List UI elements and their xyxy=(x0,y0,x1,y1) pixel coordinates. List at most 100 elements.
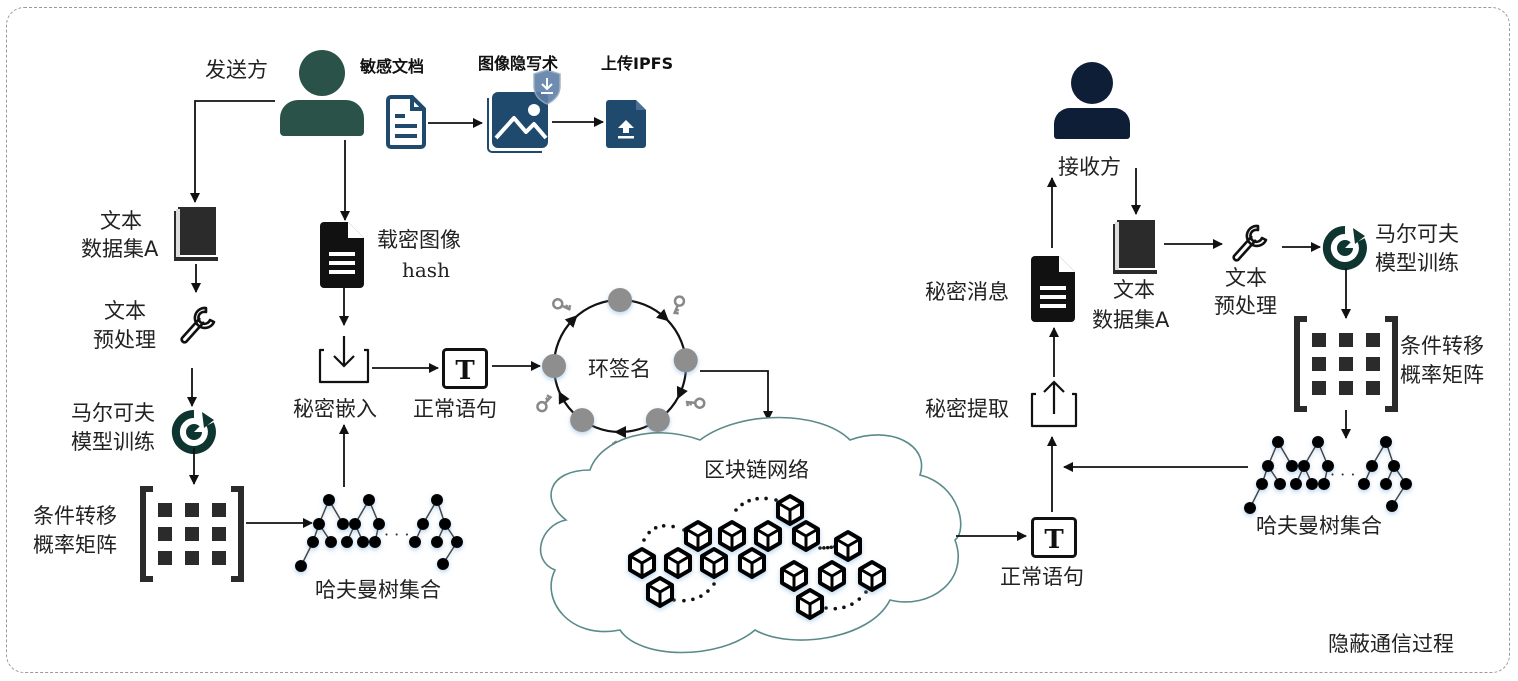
chain-link-dot xyxy=(642,538,646,542)
diagram-title: 隐蔽通信过程 xyxy=(1328,632,1454,656)
receiver-preprocess-label-2: 预处理 xyxy=(1214,294,1277,318)
block-cube-icon xyxy=(738,547,766,579)
block-cube-icon xyxy=(646,576,674,608)
receiver-matrix-icon xyxy=(1297,319,1395,409)
key-icon xyxy=(684,396,706,410)
sender-markov-label-2: 模型训练 xyxy=(71,430,155,454)
chain-link-dot xyxy=(661,524,666,528)
hash-label-1: 载密图像 xyxy=(377,228,461,252)
sender-dataset-book-icon xyxy=(174,207,218,261)
sender-normal-sentence-t-icon xyxy=(442,348,488,389)
receiver-huffman-tree-icon xyxy=(1243,435,1413,515)
receiver-huffman-label: 哈夫曼树集合 xyxy=(1256,514,1382,538)
arrow-sender-to-dataset xyxy=(190,100,275,203)
upload-ipfs-label: 上传IPFS xyxy=(601,54,673,73)
receiver-normal-sentence-t-icon xyxy=(1031,517,1077,558)
sender-dataset-label-2: 数据集A xyxy=(81,237,159,261)
receiver-dataset-label-1: 文本 xyxy=(1113,278,1155,302)
secret-extract-label: 秘密提取 xyxy=(925,397,1009,421)
block-cube-icon xyxy=(796,588,824,620)
chain-link-dot xyxy=(740,502,744,507)
chain-link-dot xyxy=(842,605,846,610)
chain-link-dot xyxy=(864,590,868,594)
shield-download-icon xyxy=(533,69,561,105)
sender-matrix-label-2: 概率矩阵 xyxy=(33,533,117,557)
secret-extract-icon xyxy=(1030,380,1078,428)
chain-link-dot xyxy=(671,524,675,529)
sender-matrix-label-1: 条件转移 xyxy=(33,504,117,528)
receiver-dataset-book-icon xyxy=(1113,220,1157,274)
secret-message-doc-icon xyxy=(1031,256,1075,322)
stego-image-hash-doc-icon xyxy=(320,222,364,288)
chain-link-dot xyxy=(699,594,703,598)
sender-wrench-icon xyxy=(180,306,216,344)
arrow-ring-to-blockchain xyxy=(700,370,773,421)
sender-preprocess-label-2: 预处理 xyxy=(93,328,156,352)
chain-link-dot xyxy=(818,546,822,550)
receiver-matrix-label-2: 概率矩阵 xyxy=(1400,363,1484,387)
diagram-frame xyxy=(6,7,1510,673)
secret-embed-icon xyxy=(318,336,370,384)
chain-link-dot xyxy=(755,496,759,501)
block-cube-icon xyxy=(776,494,804,526)
ring-node xyxy=(645,408,670,433)
block-cube-icon xyxy=(834,530,862,562)
secret-embed-label: 秘密嵌入 xyxy=(293,397,377,421)
ring-node xyxy=(608,288,632,312)
secret-message-label: 秘密消息 xyxy=(925,280,1009,304)
sender-preprocess-label-1: 文本 xyxy=(104,299,146,323)
key-icon xyxy=(550,296,574,316)
chain-link-dot xyxy=(682,598,686,603)
block-cube-icon xyxy=(628,547,656,579)
sender-normal-sentence-label: 正常语句 xyxy=(413,397,497,421)
chain-link-dot xyxy=(712,582,716,586)
ring-node xyxy=(542,354,566,378)
chain-link-dot xyxy=(653,526,658,530)
receiver-normal-sentence-label: 正常语句 xyxy=(1000,565,1084,589)
sender-huffman-tree-icon xyxy=(294,493,464,573)
receiver-dataset-label-2: 数据集A xyxy=(1092,308,1170,332)
chain-link-dot xyxy=(822,546,826,550)
receiver-person-icon xyxy=(1054,62,1130,139)
block-cube-icon xyxy=(858,560,886,592)
ring-arrowhead xyxy=(614,426,626,438)
receiver-huffman-ellipsis: · · · xyxy=(1330,465,1355,484)
sender-label: 发送方 xyxy=(205,58,268,82)
block-cube-icon xyxy=(664,547,692,579)
ring-signature: 环签名 xyxy=(534,288,706,462)
sender-huffman-ellipsis: · · · xyxy=(384,525,409,544)
block-cube-icon xyxy=(754,520,782,552)
ring-arrowhead xyxy=(676,385,688,400)
ring-arrowhead xyxy=(558,391,570,405)
chain-link-dot xyxy=(764,496,768,501)
receiver-markov-label-2: 模型训练 xyxy=(1375,251,1459,275)
blockchain-label: 区块链网络 xyxy=(704,458,809,482)
receiver-markov-refresh-icon xyxy=(1327,228,1365,266)
block-cube-icon xyxy=(818,560,846,592)
ring-arrowhead xyxy=(656,308,670,322)
chain-link-dot xyxy=(774,498,778,502)
chain-link-dot xyxy=(833,606,838,611)
upload-ipfs-icon xyxy=(606,100,646,148)
receiver-matrix-label-1: 条件转移 xyxy=(1400,334,1484,358)
chain-link-dot xyxy=(706,589,710,593)
block-cube-icon xyxy=(684,520,712,552)
block-cube-icon xyxy=(792,520,820,552)
receiver-wrench-icon xyxy=(1232,224,1268,262)
chain-link-dot xyxy=(829,545,834,550)
receiver-label: 接收方 xyxy=(1058,155,1121,179)
chain-link-dot xyxy=(850,602,854,606)
receiver-markov-label-1: 马尔可夫 xyxy=(1375,222,1459,246)
key-icon xyxy=(668,293,687,318)
block-cube-icon xyxy=(780,560,808,592)
ring-node xyxy=(673,348,698,373)
chain-link-dot xyxy=(691,597,695,602)
sender-markov-label-1: 马尔可夫 xyxy=(71,401,155,425)
sensitive-document-label: 敏感文档 xyxy=(359,57,424,76)
key-icon xyxy=(534,392,556,415)
hash-label-2: hash xyxy=(402,258,450,282)
chain-link-dot xyxy=(825,545,830,550)
steganography-label: 图像隐写术 xyxy=(478,54,558,73)
chain-link-dot xyxy=(647,530,651,535)
block-cube-icon xyxy=(718,520,746,552)
